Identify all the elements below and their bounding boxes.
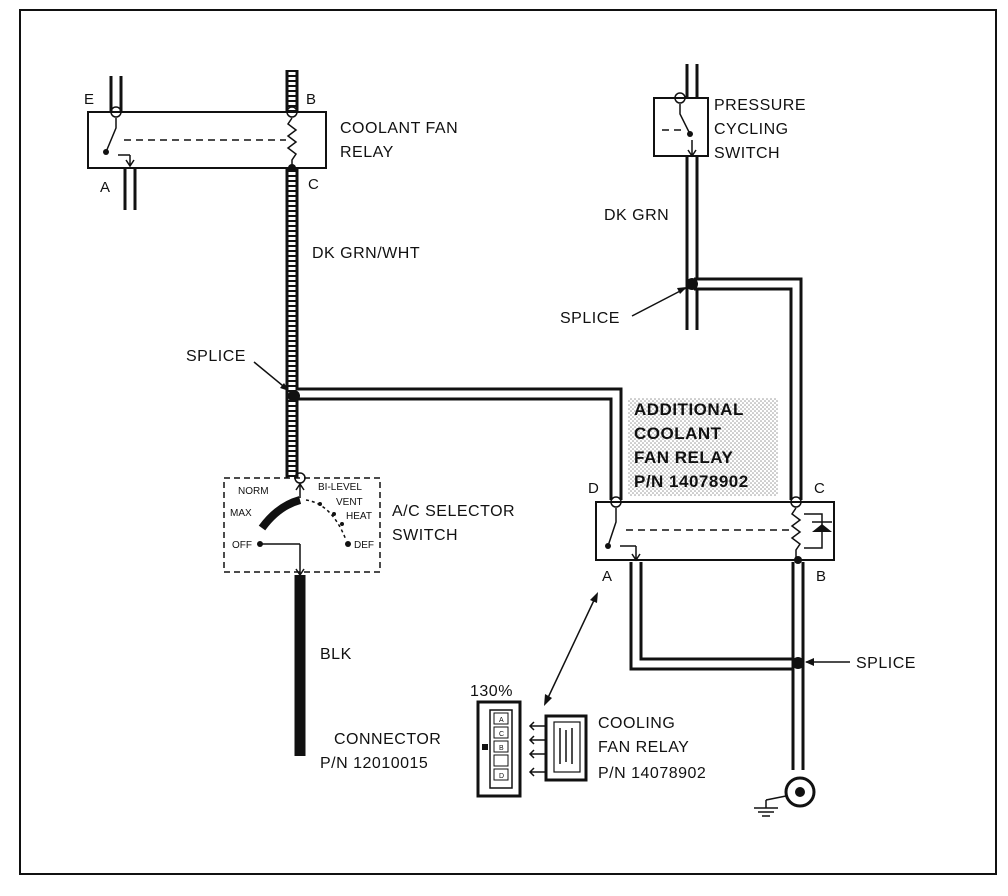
connector-cavity-1: A [499,717,504,724]
additional-relay-label-2: COOLANT [634,424,722,443]
additional-relay-pin-c: C [814,480,825,497]
pressure-switch-label-3: SWITCH [714,145,780,162]
coolant-fan-relay-label-2: RELAY [340,144,394,161]
splice-left-label: SPLICE [186,348,246,365]
wire-label-dk-grn-wht: DK GRN/WHT [312,245,420,262]
cooling-fan-relay-illustration [528,714,588,782]
pressure-cycling-switch [653,92,709,158]
wire-relay-a-to-splice [629,562,796,671]
cooling-fan-relay-label-2: FAN RELAY [598,739,689,756]
ac-switch-pos-norm: NORM [238,486,269,497]
cooling-fan-relay-label-1: COOLING [598,715,675,732]
splice-right-top [631,278,698,317]
ac-switch-pos-off: OFF [232,540,252,551]
pressure-switch-label-1: PRESSURE [714,97,806,114]
ac-switch-pos-heat: HEAT [346,511,372,522]
splice-right-bottom [792,657,850,669]
coolant-relay-pin-c: C [308,176,319,193]
ac-selector-label-2: SWITCH [392,527,458,544]
additional-relay-label-shading [628,398,778,496]
additional-relay-label-4: P/N 14078902 [634,472,749,491]
ac-switch-pos-max: MAX [230,508,252,519]
connector-label-1: CONNECTOR [334,731,441,748]
connector-callout-arrow [544,592,598,706]
connector-cavity-3: B [499,745,504,752]
wire-label-blk: BLK [320,646,352,663]
coolant-fan-relay-label-1: COOLANT FAN [340,120,458,137]
connector-cavity-5: D [499,773,504,780]
additional-relay-pin-a: A [602,568,612,585]
ground-terminal [754,776,816,817]
diagram-frame [19,9,997,875]
ac-switch-pos-vent: VENT [336,497,363,508]
additional-coolant-fan-relay [595,496,835,564]
cooling-fan-relay-label-3: P/N 14078902 [598,765,706,782]
splice-left [253,361,300,402]
additional-relay-pin-d: D [588,480,599,497]
wire-label-dk-grn: DK GRN [604,207,669,224]
coolant-relay-pin-b: B [306,91,316,108]
additional-relay-pin-b: B [816,568,826,585]
splice-right-top-label: SPLICE [560,310,620,327]
wire-splice-to-relay-d [296,387,623,500]
connector-label-2: P/N 12010015 [320,755,428,772]
connector-scale: 130% [470,683,513,700]
splice-right-bottom-label: SPLICE [856,655,916,672]
ac-selector-switch [223,472,381,577]
connector-cavity-2: C [499,731,504,738]
coolant-relay-pin-e: E [84,91,94,108]
wire-splice-to-relay-c [694,277,803,500]
coolant-fan-relay [87,106,327,172]
ac-switch-pos-def: DEF [354,540,374,551]
coolant-relay-pin-a: A [100,179,110,196]
ac-selector-label-1: A/C SELECTOR [392,503,515,520]
connector-housing [476,700,522,798]
additional-relay-label-3: FAN RELAY [634,448,733,467]
ac-switch-pos-bilevel: BI-LEVEL [318,482,362,493]
pressure-switch-label-2: CYCLING [714,121,789,138]
additional-relay-label-1: ADDITIONAL [634,400,744,419]
